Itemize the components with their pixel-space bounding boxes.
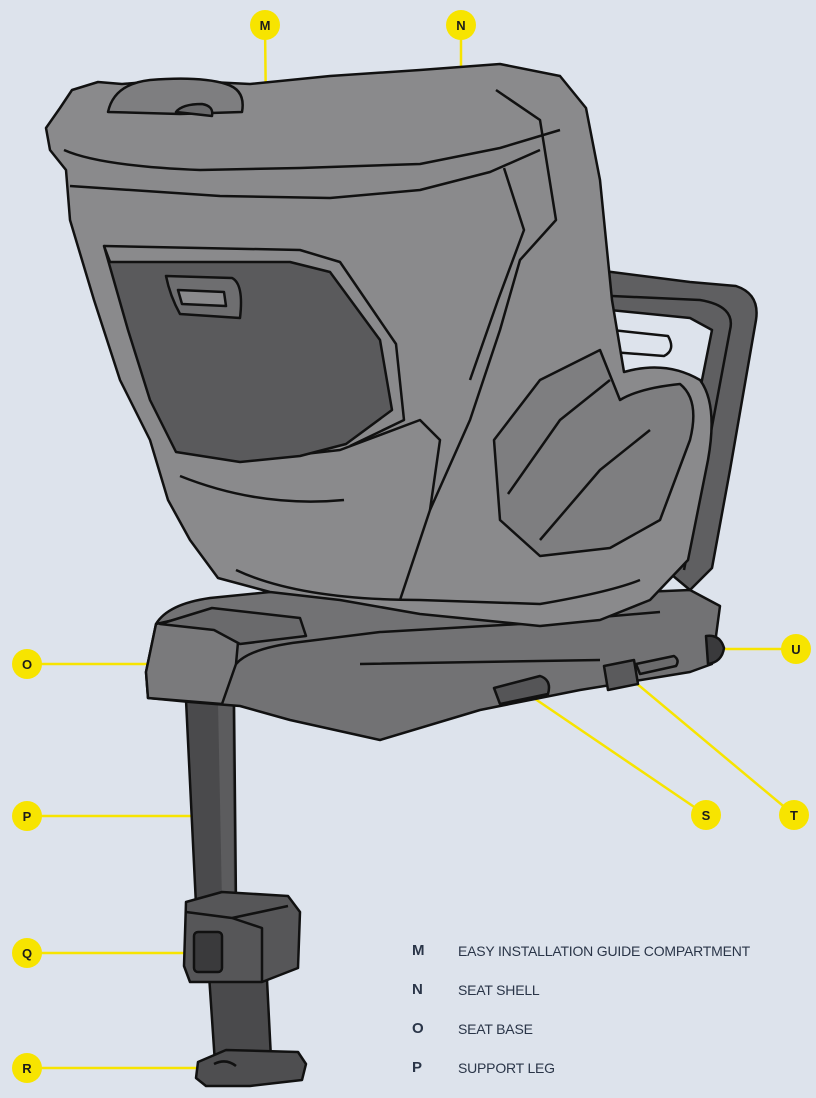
callout-markers: M N O P Q R S T [12,10,811,1083]
support-leg-collar-edge [185,904,289,982]
legend-letter: O [412,1020,424,1037]
callout-p-label: P [23,809,32,824]
support-leg-foot [194,1048,308,1088]
seat-base-isofix-hook [704,634,726,666]
legend-letter: M [412,942,425,959]
side-frame-handle-gap [610,328,673,358]
legend-item: P SUPPORT LEG [412,1048,816,1087]
support-leg-adjust-button [192,930,224,974]
seat-base-slider-rail [634,654,679,676]
callout-n: N [446,10,476,40]
legend-letter: N [412,981,423,998]
callout-o: O [12,649,42,679]
callout-o-label: O [22,657,32,672]
seat-base-front-top [158,606,308,646]
support-leg [182,698,308,1088]
leader-line-s [521,688,707,817]
callout-n-label: N [456,18,465,33]
seat-base [144,588,726,742]
guide-compartment-pull-slot [176,288,228,308]
leader-line-t [629,677,795,816]
callout-r: R [12,1053,42,1083]
parts-legend: M EASY INSTALLATION GUIDE COMPARTMENT N … [412,931,816,1087]
callout-s: S [691,800,721,830]
callout-s-label: S [702,808,711,823]
callout-q: Q [12,938,42,968]
callout-t-label: T [790,808,798,823]
legend-item: M EASY INSTALLATION GUIDE COMPARTMENT [412,931,816,970]
legend-label: SEAT BASE [458,1020,533,1037]
guide-compartment [102,244,406,464]
callout-m-label: M [260,18,271,33]
callout-u: U [781,634,811,664]
seat-shell-inner-edge [506,379,651,541]
callout-p: P [12,801,42,831]
seat-base-groove [235,610,661,666]
seat-base-slider [602,658,640,692]
legend-item: N SEAT SHELL [412,970,816,1009]
guide-compartment-border [103,244,406,448]
seat-shell-side-contour [398,88,558,601]
legend-letter: P [412,1059,423,1076]
seat-shell-inner-seat [492,348,695,558]
seat-shell-headrest-slot [174,102,214,118]
support-leg-tube-highlight [218,702,234,903]
legend-label: SUPPORT LEG [458,1059,555,1076]
legend-label: EASY INSTALLATION GUIDE COMPARTMENT [458,942,750,959]
callout-m: M [250,10,280,40]
legend-label: SEAT SHELL [458,981,540,998]
callout-u-label: U [791,642,800,657]
callout-q-label: Q [22,946,32,961]
seat-base-release-lever [492,674,551,706]
callout-t: T [779,800,809,830]
side-frame-inner-edge [611,294,733,571]
seat-shell-top-ridge [63,128,561,200]
callout-r-label: R [22,1061,32,1076]
support-leg-foot-notch [213,1060,237,1068]
legend-item: O SEAT BASE [412,1009,816,1048]
